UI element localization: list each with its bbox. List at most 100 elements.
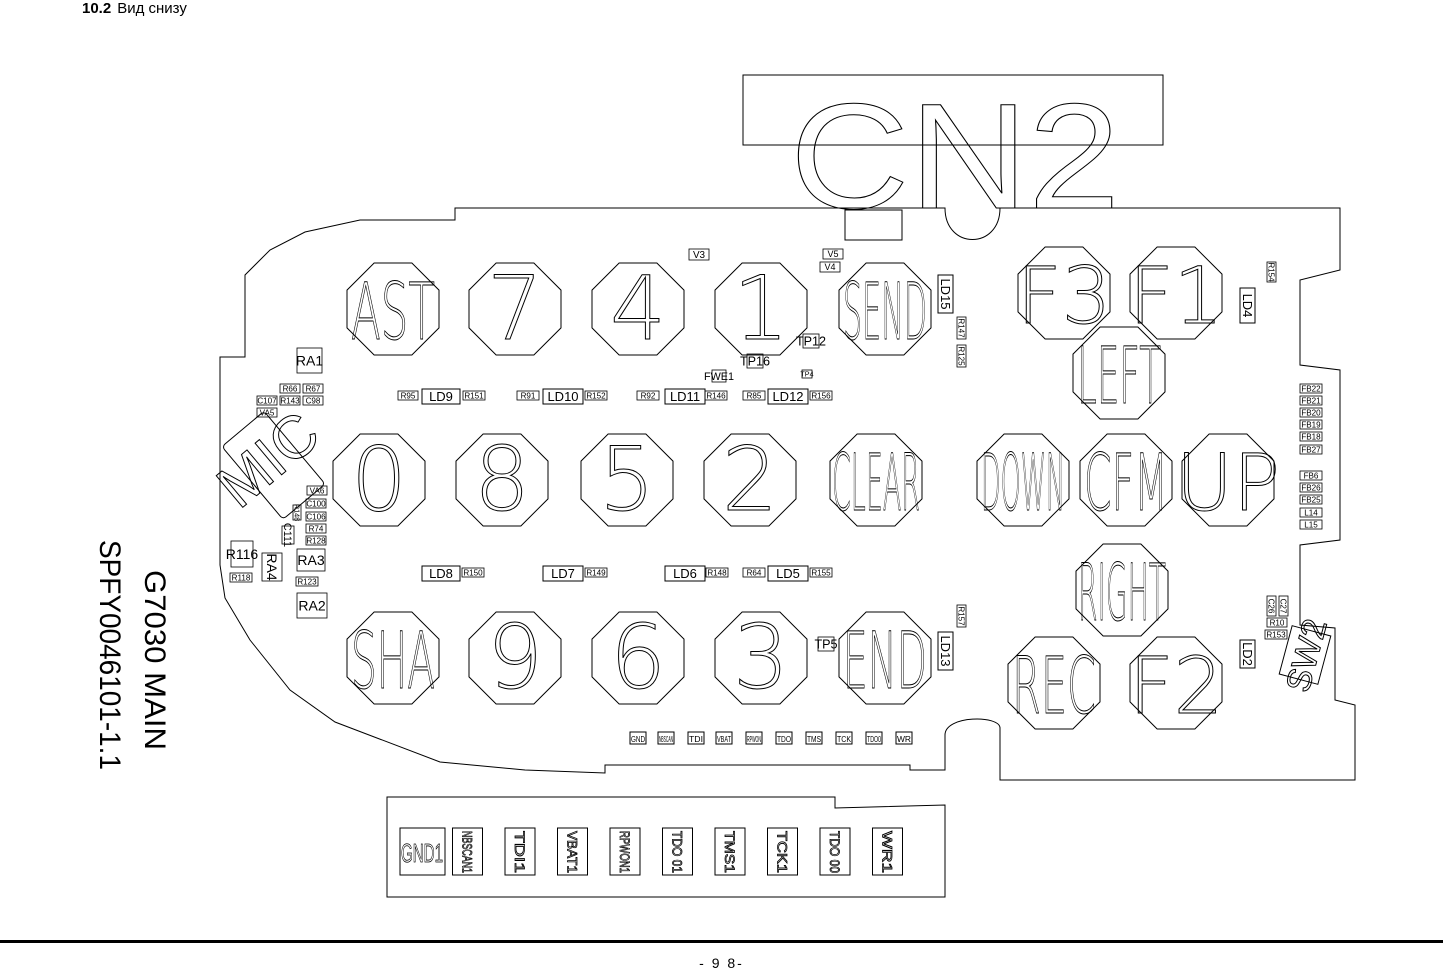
component-label: V3 xyxy=(693,250,706,261)
led-label: LD8 xyxy=(429,566,453,581)
key-label: 3 xyxy=(733,606,789,709)
key-outline xyxy=(703,433,797,527)
key-label: 6 xyxy=(610,606,666,709)
component-label: R155 xyxy=(811,568,831,577)
component-r153: R153 xyxy=(1264,629,1288,640)
key-label: RIGHT xyxy=(1078,549,1166,639)
component-r125: R125 xyxy=(956,344,967,368)
component-label: R152 xyxy=(586,391,606,400)
key-outline xyxy=(1079,433,1173,527)
key-label: CLEAR xyxy=(832,439,920,529)
component-label: R85 xyxy=(747,391,762,400)
component-label: VA5 xyxy=(260,408,275,417)
component-label: R95 xyxy=(401,391,416,400)
component-label: FB25 xyxy=(1301,495,1321,504)
component-label: C111 xyxy=(281,523,293,547)
key-outline xyxy=(591,262,685,356)
key-label: SEND xyxy=(843,268,927,358)
led-ld8: LD8 xyxy=(421,565,461,582)
component-label: FB21 xyxy=(1301,396,1321,405)
page-number: - 9 8- xyxy=(699,955,744,971)
key-outline xyxy=(714,262,808,356)
board-title: G7030 MAIN SPFY0046101-1.1 xyxy=(93,540,171,770)
component-fb6: FB6 xyxy=(1299,470,1323,481)
led-ld10: LD10 xyxy=(542,388,584,405)
key-label: CFM xyxy=(1084,439,1168,529)
key-up: UP xyxy=(1175,433,1281,530)
key-left: LEFT xyxy=(1072,326,1166,423)
board-title-line1: G7030 MAIN xyxy=(138,570,171,750)
key-label: 2 xyxy=(722,428,778,531)
pin-label: TMS1 xyxy=(722,831,738,873)
test-pad-label: TDO xyxy=(777,735,791,744)
key-9: 9 xyxy=(468,606,562,710)
led-label: LD10 xyxy=(547,389,578,404)
component-r148: R148 xyxy=(292,504,301,521)
key-outline xyxy=(332,433,426,527)
component-label: R148 xyxy=(707,568,727,577)
key-outline xyxy=(591,611,685,705)
key-outline xyxy=(580,433,674,527)
component-label: C98 xyxy=(306,396,321,405)
pin-label: TDO 00 xyxy=(827,831,843,873)
component-label: VA6 xyxy=(310,486,325,495)
component-label: RA2 xyxy=(298,597,325,613)
component-label: R67 xyxy=(306,384,321,393)
led-ld13: LD13 xyxy=(937,631,954,671)
component-fb18: FB18 xyxy=(1299,431,1323,442)
component-r74: R74 xyxy=(305,523,327,534)
key-7: 7 xyxy=(468,257,562,361)
led-ld9: LD9 xyxy=(421,388,461,405)
component-label: RA4 xyxy=(264,553,280,580)
component-label: R148 xyxy=(292,504,301,521)
key-4: 4 xyxy=(591,257,685,361)
test-pad-label: NBSCAN xyxy=(659,735,673,744)
component-r118: R118 xyxy=(229,572,253,583)
component-label: FB19 xyxy=(1301,420,1321,429)
pin-tdo-00: TDO 00 xyxy=(819,827,851,876)
component-r67: R67 xyxy=(302,383,324,394)
pin-vbat1: VBAT1 xyxy=(557,827,588,876)
component-label: C26 xyxy=(1267,599,1276,614)
component-label: TP12 xyxy=(796,334,826,348)
key-label: 1 xyxy=(733,257,789,360)
component-label: R118 xyxy=(232,573,251,582)
key-outline xyxy=(1072,326,1166,420)
key-label: 5 xyxy=(599,428,655,531)
component-label: R147 xyxy=(957,318,966,338)
component-label: R156 xyxy=(811,391,831,400)
component-label: TP4 xyxy=(800,370,813,379)
component-fb20: FB20 xyxy=(1299,407,1323,418)
component-label: C27 xyxy=(1279,599,1288,614)
key-end: END xyxy=(838,611,932,708)
component-r10: R10 xyxy=(1266,617,1288,628)
test-pad-label: WR xyxy=(897,735,911,744)
component-label: R146 xyxy=(706,391,726,400)
key-outline xyxy=(838,611,932,705)
key-clear: CLEAR xyxy=(829,433,923,530)
component-ra1: RA1 xyxy=(296,347,323,374)
key-outline xyxy=(1129,636,1223,730)
component-r95: R95 xyxy=(397,390,419,401)
component-c100: C100 xyxy=(305,498,327,509)
key-f1: F1 xyxy=(1128,246,1224,343)
component-tp5: TP5 xyxy=(814,636,838,651)
key-outline xyxy=(1181,433,1275,527)
key-ast: AST xyxy=(346,262,440,359)
component-r146: R146 xyxy=(704,390,728,401)
board-outline xyxy=(219,207,1356,781)
led-label: LD13 xyxy=(938,635,953,666)
component-fwe1: FWE1 xyxy=(704,369,734,383)
component-r128: R128 xyxy=(305,535,327,546)
key-label: REC xyxy=(1012,642,1096,732)
component-r66: R66 xyxy=(279,383,301,394)
led-label: LD4 xyxy=(1240,294,1255,318)
led-label: LD7 xyxy=(551,566,575,581)
key-1: 1 xyxy=(714,257,808,361)
key-label: 4 xyxy=(610,257,666,360)
component-label: R149 xyxy=(586,568,606,577)
component-fb26: FB26 xyxy=(1299,482,1323,493)
